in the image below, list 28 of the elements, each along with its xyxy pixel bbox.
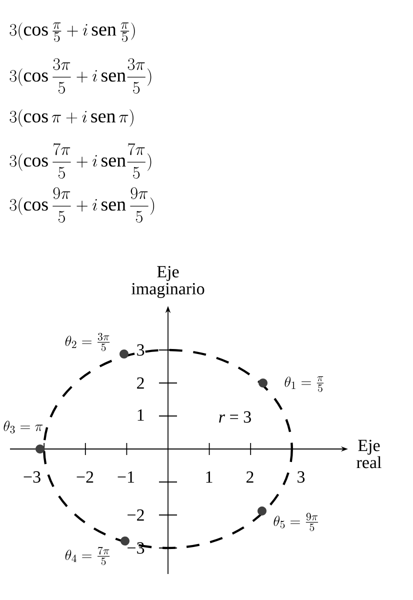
angle-label: $\theta_3=\pi$: [4, 420, 43, 434]
tick-label: 1: [138, 409, 144, 421]
formula: $3(\cos\tfrac{\pi}{5}+i\,\mathrm{sen}\,\tfrac{\pi}{5})$: [10, 22, 135, 42]
tick-label: −2: [76, 471, 94, 483]
formula: $3(\cos\dfrac{3\pi}{5}+i\,\mathrm{sen}\dfrac{3\pi}{5})$: [10, 58, 152, 94]
tick-label: 1: [206, 471, 212, 483]
axis-title: Eje imaginario: [132, 266, 204, 298]
tick-label: −2: [128, 509, 144, 521]
axis-title: Eje real: [356, 440, 382, 468]
point: [120, 536, 130, 546]
angle-label: $\theta_4=\frac{7\pi}{5}$: [65, 546, 110, 566]
formula: $3(\cos\pi+i\,\mathrm{sen}\,\pi)$: [10, 109, 134, 127]
point: [120, 350, 128, 358]
formula: $3(\cos\dfrac{7\pi}{5}+i\,\mathrm{sen}\dfrac{7\pi}{5})$: [10, 143, 152, 179]
angle-label: $\theta_2=\frac{3\pi}{5}$: [65, 332, 110, 352]
angle-label: $\theta_5=\frac{9\pi}{5}$: [274, 512, 318, 532]
tick-label: 3: [298, 471, 305, 483]
angle-label: $\theta_1=\frac{\pi}{5}$: [284, 376, 324, 392]
tick-label: 2: [246, 471, 254, 483]
formula: $3(\cos\dfrac{9\pi}{5}+i\,\mathrm{sen}\,\dfrac{9\pi}{5})$: [10, 187, 154, 223]
tick-label: −1: [118, 471, 134, 483]
point: [36, 444, 44, 454]
tick-label: 3: [137, 344, 144, 356]
point: [258, 506, 266, 516]
radius-label: r = 3: [219, 411, 251, 423]
point: [258, 378, 268, 388]
tick-label: −3: [24, 471, 40, 483]
tick-label: 2: [137, 377, 144, 389]
